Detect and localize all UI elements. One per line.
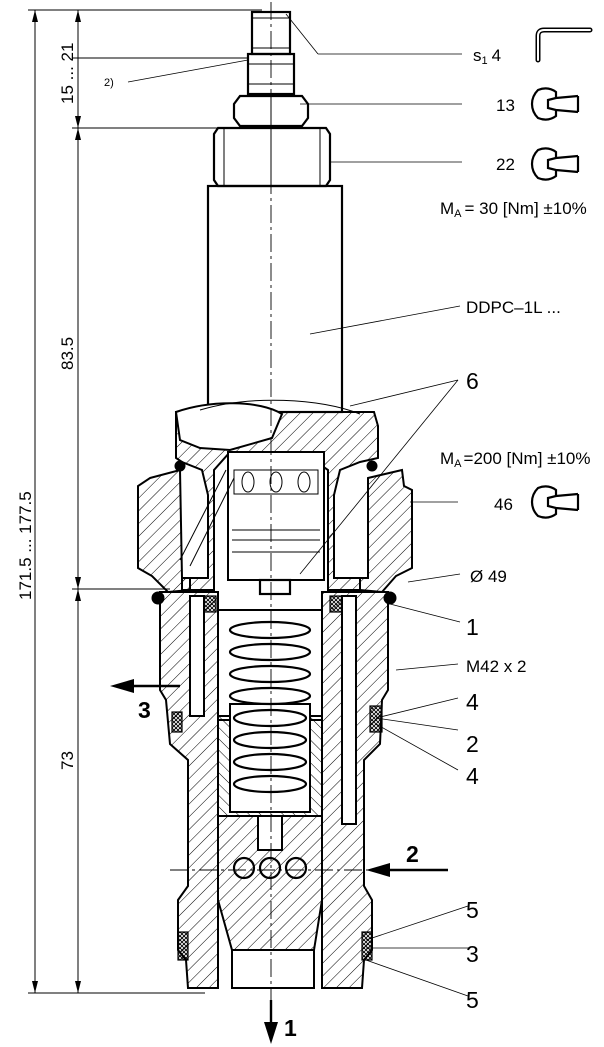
flow-arrow-icon-port3	[110, 679, 180, 693]
solenoid-tube	[206, 184, 344, 414]
flow-arrow-icon-port2	[366, 863, 448, 877]
spring	[228, 620, 312, 794]
callout-item-2: 2	[466, 731, 479, 757]
valve-housing-upper	[174, 399, 379, 591]
callout-item-1: 1	[466, 614, 479, 640]
dimension-lines	[28, 9, 262, 994]
flow-arrow-icon-port1	[264, 1000, 278, 1044]
callout-item-5a: 5	[466, 897, 479, 923]
dim-bottom: 73	[58, 751, 77, 770]
wrench-icon-46	[530, 485, 580, 519]
callout-item-4b: 4	[466, 763, 479, 789]
pilot-passages	[179, 469, 357, 825]
dim-middle: 83.5	[58, 337, 77, 370]
dim-top: 15 ... 21	[58, 43, 77, 104]
port-label-3: 3	[138, 697, 151, 723]
adapter-right	[359, 468, 413, 594]
main-poppet	[217, 815, 323, 989]
wrench-icon-22	[530, 147, 580, 181]
hex-22	[212, 126, 332, 188]
adapter-left	[137, 468, 191, 594]
callout-item-3: 3	[466, 941, 479, 967]
callout-model: DDPC–1L ...	[466, 298, 561, 317]
allen-key-icon	[535, 27, 593, 63]
callout-torque-200: MA=200 [Nm] ±10%	[440, 449, 591, 470]
callout-thread: M42 x 2	[466, 657, 526, 676]
callout-torque-30: MA= 30 [Nm] ±10%	[440, 199, 587, 220]
wrench-icon-13	[530, 87, 580, 121]
port-label-1: 1	[284, 1015, 297, 1041]
pilot-cartridge	[227, 451, 325, 596]
callout-item-5b: 5	[466, 987, 479, 1013]
callout-wrench-22: 22	[496, 155, 515, 174]
dim-total: 171.5 ... 177.5	[16, 491, 35, 600]
callout-wrench-13: 13	[496, 96, 515, 115]
spring-chamber	[217, 609, 323, 817]
callout-item-4a: 4	[466, 689, 479, 715]
callout-diameter: Ø 49	[470, 567, 507, 586]
port-label-2: 2	[406, 841, 419, 867]
callout-item-6: 6	[466, 368, 479, 394]
callout-wrench-46: 46	[494, 495, 513, 514]
callout-note-2: 2)	[104, 77, 114, 89]
leader-lines	[127, 13, 469, 997]
